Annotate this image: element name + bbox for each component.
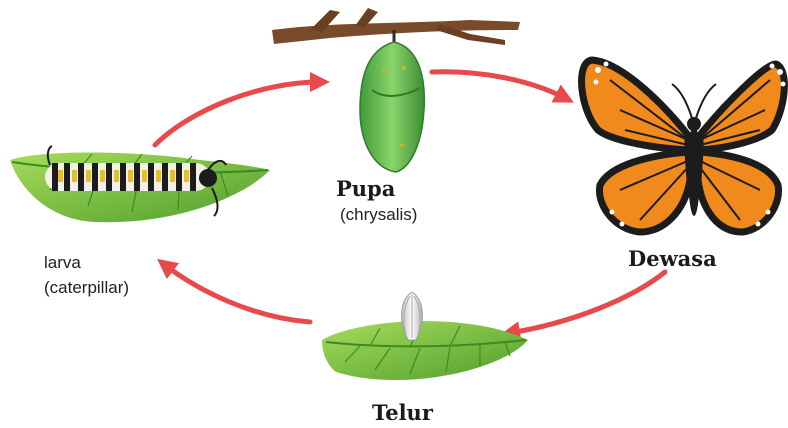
egg-on-leaf-icon xyxy=(322,292,528,380)
arrow-adult-to-egg xyxy=(510,272,665,333)
branch-icon xyxy=(272,8,520,45)
butterfly-icon xyxy=(582,60,786,232)
pupa-label: Pupa xyxy=(336,176,395,201)
adult-label: Dewasa xyxy=(628,246,717,271)
egg-label: Telur xyxy=(372,400,433,425)
caterpillar-on-leaf-icon xyxy=(10,146,270,222)
arrow-larva-to-pupa xyxy=(155,82,320,145)
pupa-subtitle: (chrysalis) xyxy=(340,205,417,225)
arrow-pupa-to-adult xyxy=(432,72,565,98)
chrysalis-icon xyxy=(360,30,424,172)
arrow-egg-to-larva xyxy=(165,265,310,322)
larva-subtitle: (caterpillar) xyxy=(44,278,129,298)
larva-label: larva xyxy=(44,253,81,273)
